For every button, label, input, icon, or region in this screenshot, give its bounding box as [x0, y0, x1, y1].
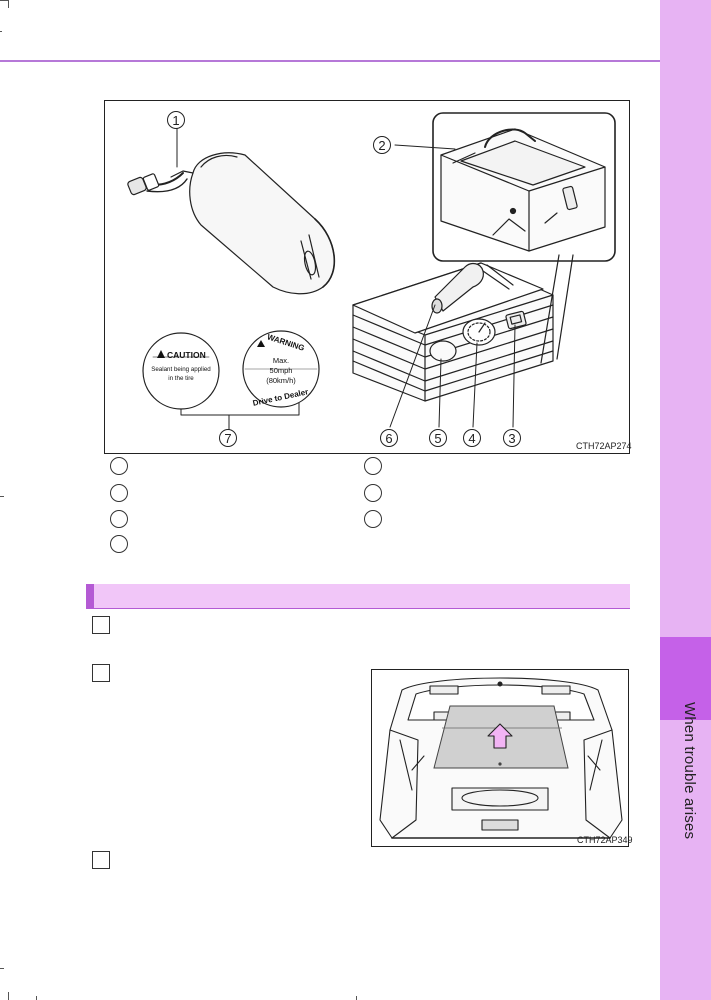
legend-marker	[364, 484, 382, 502]
chapter-tab-strip	[660, 0, 711, 1000]
legend-marker	[110, 510, 128, 528]
section-heading-bar	[86, 584, 630, 608]
step-box-2	[92, 664, 110, 682]
legend-marker	[364, 457, 382, 475]
callout-4: 4	[463, 429, 481, 447]
caution-body-line-1: Sealant being applied	[151, 366, 211, 373]
crop-mark	[0, 968, 4, 969]
crop-mark	[0, 31, 2, 32]
luggage-compartment-illustration	[379, 677, 623, 839]
crop-mark	[8, 0, 9, 8]
step-box-1	[92, 616, 110, 634]
chapter-tab-active	[660, 637, 711, 720]
warning-triangle-icon	[257, 340, 265, 347]
caution-body-line-2: in the tire	[168, 375, 194, 382]
callout-2: 2	[373, 136, 391, 154]
legend-marker	[110, 535, 128, 553]
callout-3: 3	[503, 429, 521, 447]
header-rule	[0, 60, 660, 62]
warning-line-2: 50mph	[270, 366, 293, 375]
step-box-3	[92, 851, 110, 869]
chapter-tab-label: When trouble arises	[681, 702, 698, 840]
figure-code: CTH72AP349	[577, 835, 633, 845]
section-heading-accent	[86, 584, 94, 608]
warning-line-3: (80km/h)	[266, 376, 296, 385]
caution-triangle-icon	[157, 350, 165, 358]
warning-line-1: Max.	[273, 356, 289, 365]
legend-marker	[110, 457, 128, 475]
legend-marker	[110, 484, 128, 502]
callout-6: 6	[380, 429, 398, 447]
crop-mark	[36, 996, 37, 1000]
repair-kit-figure: CAUTION Sealant being applied in the tir…	[104, 100, 632, 454]
crop-mark	[356, 996, 357, 1000]
crop-mark	[0, 496, 4, 497]
repair-kit-illustration: CAUTION Sealant being applied in the tir…	[127, 112, 616, 430]
figure-code: CTH72AP274	[576, 441, 632, 451]
caution-heading: CAUTION	[167, 350, 206, 360]
callout-5: 5	[429, 429, 447, 447]
section-heading-underline	[86, 608, 630, 609]
legend-marker	[364, 510, 382, 528]
callout-7: 7	[219, 429, 237, 447]
crop-mark	[8, 992, 9, 1000]
luggage-compartment-figure: CTH72AP349	[371, 669, 633, 847]
lift-arrow-icon	[487, 723, 513, 749]
callout-1: 1	[167, 111, 185, 129]
crop-mark	[0, 0, 8, 1]
